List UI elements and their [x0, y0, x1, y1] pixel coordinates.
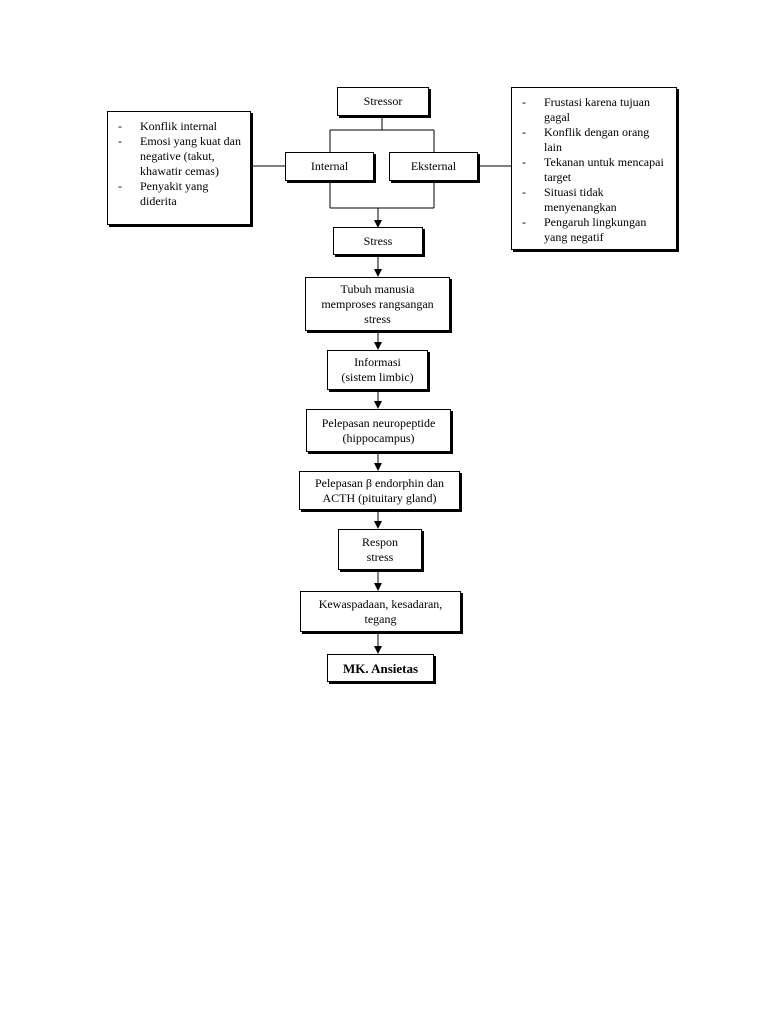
informasi-sublabel: (sistem limbic) [341, 370, 414, 384]
neuropeptide-sublabel: (hippocampus) [342, 430, 415, 445]
endorphin-label: Pelepasan β endorphin dan [314, 475, 445, 490]
kewaspadaan-box: Kewaspadaan, kesadaran, tegang [300, 591, 461, 632]
stress-label: Stress [363, 233, 393, 248]
internal-label: Internal [310, 159, 349, 173]
internal-factors-box: Konflik internal Emosi yang kuat dan neg… [107, 111, 251, 225]
list-item: Situasi tidak menyenangkan [518, 185, 670, 215]
kewaspadaan-label: Kewaspadaan, kesadaran, [318, 596, 443, 611]
informasi-label: Informasi [354, 355, 401, 369]
list-item: Tekanan untuk mencapai target [518, 155, 670, 185]
internal-box: Internal [285, 152, 374, 181]
kewaspadaan-sublabel: tegang [364, 611, 397, 626]
list-item: Penyakit yang diderita [114, 179, 244, 209]
list-item: Pengaruh lingkungan yang negatif [518, 215, 670, 245]
eksternal-label: Eksternal [410, 159, 457, 173]
endorphin-box: Pelepasan β endorphin dan ACTH (pituitar… [299, 471, 460, 510]
eksternal-box: Eksternal [389, 152, 478, 181]
informasi-box: Informasi (sistem limbic) [327, 350, 428, 390]
respon-sublabel: stress [366, 549, 394, 564]
endorphin-sublabel: ACTH (pituitary gland) [322, 490, 437, 505]
list-item: Frustasi karena tujuan gagal [518, 95, 670, 125]
tubuh-box: Tubuh manusia memproses rangsangan stres… [305, 277, 450, 331]
respon-label: Respon [362, 534, 398, 549]
respon-box: Respon stress [338, 529, 422, 570]
list-item: Konflik internal [114, 119, 244, 134]
ansietas-box: MK. Ansietas [327, 654, 434, 682]
stressor-label: Stressor [363, 94, 403, 108]
neuropeptide-box: Pelepasan neuropeptide (hippocampus) [306, 409, 451, 452]
ansietas-label: MK. Ansietas [342, 660, 419, 676]
tubuh-label: Tubuh manusia memproses rangsangan stres… [321, 281, 434, 326]
list-item: Emosi yang kuat dan negative (takut, kha… [114, 134, 244, 179]
external-factors-box: Frustasi karena tujuan gagal Konflik den… [511, 87, 677, 250]
neuropeptide-label: Pelepasan neuropeptide [321, 415, 436, 430]
stress-box: Stress [333, 227, 423, 255]
stressor-box: Stressor [337, 87, 429, 116]
internal-factors-list: Konflik internal Emosi yang kuat dan neg… [114, 119, 244, 209]
list-item: Konflik dengan orang lain [518, 125, 670, 155]
external-factors-list: Frustasi karena tujuan gagal Konflik den… [518, 95, 670, 245]
